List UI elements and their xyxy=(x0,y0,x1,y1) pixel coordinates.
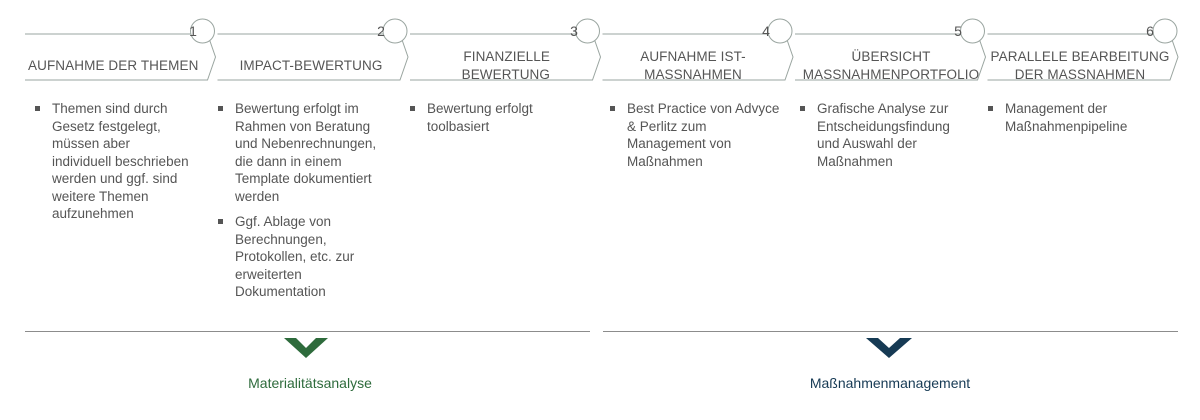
step-number: 3 xyxy=(570,23,578,39)
step-number-circle xyxy=(575,18,600,44)
step-number-circle xyxy=(382,18,408,44)
step-title: IMPACT-BEWERTUNG xyxy=(239,58,383,73)
step-number: 2 xyxy=(377,23,385,39)
step-number: 5 xyxy=(954,23,962,39)
step-number-circle xyxy=(960,18,985,44)
step-number: 1 xyxy=(189,23,197,39)
step-number-circle xyxy=(767,18,793,44)
bullet-text: Ggf. Ablage von Berechnungen, Protokolle… xyxy=(235,214,355,299)
step-title: AUFNAHME IST-MAßNAHMEN xyxy=(640,49,746,82)
list-item: Grafische Analyse zur Entscheidungsfindu… xyxy=(797,100,975,170)
step-title: FINANZIELLE BEWERTUNG xyxy=(461,49,550,82)
bullet-text: Grafische Analyse zur Entscheidungsfindu… xyxy=(817,101,950,169)
chevron-outline xyxy=(795,33,987,81)
chevron-outline xyxy=(987,33,1179,81)
group-divider-right xyxy=(603,331,1178,332)
bullet-text: Management der Maßnahmenpipeline xyxy=(1005,101,1128,134)
bullet-icon xyxy=(410,106,415,111)
bullet-icon xyxy=(218,106,223,111)
list-item: Bewertung erfolgt im Rahmen von Beratung… xyxy=(215,100,395,205)
bullet-icon xyxy=(988,106,993,111)
step-number-circle xyxy=(190,18,215,44)
bullet-icon xyxy=(35,106,40,111)
bullet-text: Themen sind durch Gesetz festgelegt, müs… xyxy=(52,101,189,221)
bullet-icon xyxy=(218,219,223,224)
step-number-circle xyxy=(1152,18,1178,44)
step-6-description: Management der Maßnahmenpipeline xyxy=(985,100,1165,143)
chevron-outline xyxy=(217,33,409,81)
list-item: Themen sind durch Gesetz festgelegt, müs… xyxy=(32,100,192,223)
bullet-icon xyxy=(800,106,805,111)
group-divider-left xyxy=(25,331,590,332)
list-item: Best Practice von Advyce & Perlitz zum M… xyxy=(607,100,787,170)
list-item: Management der Maßnahmenpipeline xyxy=(985,100,1165,135)
step-4-description: Best Practice von Advyce & Perlitz zum M… xyxy=(607,100,787,178)
step-3-description: Bewertung erfolgt toolbasiert xyxy=(407,100,572,143)
step-5-description: Grafische Analyse zur Entscheidungsfindu… xyxy=(797,100,975,178)
step-title: AUFNAHME DER THEMEN xyxy=(28,58,199,73)
step-title: PARALLELE BEARBEITUNG DER MAßNAHMEN xyxy=(990,49,1170,82)
step-1-description: Themen sind durch Gesetz festgelegt, müs… xyxy=(32,100,192,231)
step-number: 6 xyxy=(1146,23,1154,39)
bullet-icon xyxy=(610,106,615,111)
process-chevrons xyxy=(25,18,1179,81)
chevron-outline xyxy=(410,33,602,81)
group-label-massnahmenmanagement: Maßnahmenmanagement xyxy=(809,375,971,391)
bullet-text: Best Practice von Advyce & Perlitz zum M… xyxy=(627,101,780,169)
chevron-outline-layer xyxy=(25,18,1179,81)
list-item: Bewertung erfolgt toolbasiert xyxy=(407,100,572,135)
step-title: ÜBERSICHT MAßNAHMENPORTFOLIO xyxy=(802,49,980,82)
step-2-description: Bewertung erfolgt im Rahmen von Beratung… xyxy=(215,100,395,309)
group-label-materialitaetsanalyse: Materialitätsanalyse xyxy=(248,375,372,391)
list-item: Ggf. Ablage von Berechnungen, Protokolle… xyxy=(215,213,395,301)
bullet-text: Bewertung erfolgt im Rahmen von Beratung… xyxy=(235,101,377,204)
step-number: 4 xyxy=(762,23,770,39)
chevron-down-icon xyxy=(866,338,912,358)
chevron-outline xyxy=(25,33,217,81)
chevron-outline xyxy=(602,33,794,81)
chevron-down-icon xyxy=(284,338,328,358)
bullet-text: Bewertung erfolgt toolbasiert xyxy=(427,101,533,134)
